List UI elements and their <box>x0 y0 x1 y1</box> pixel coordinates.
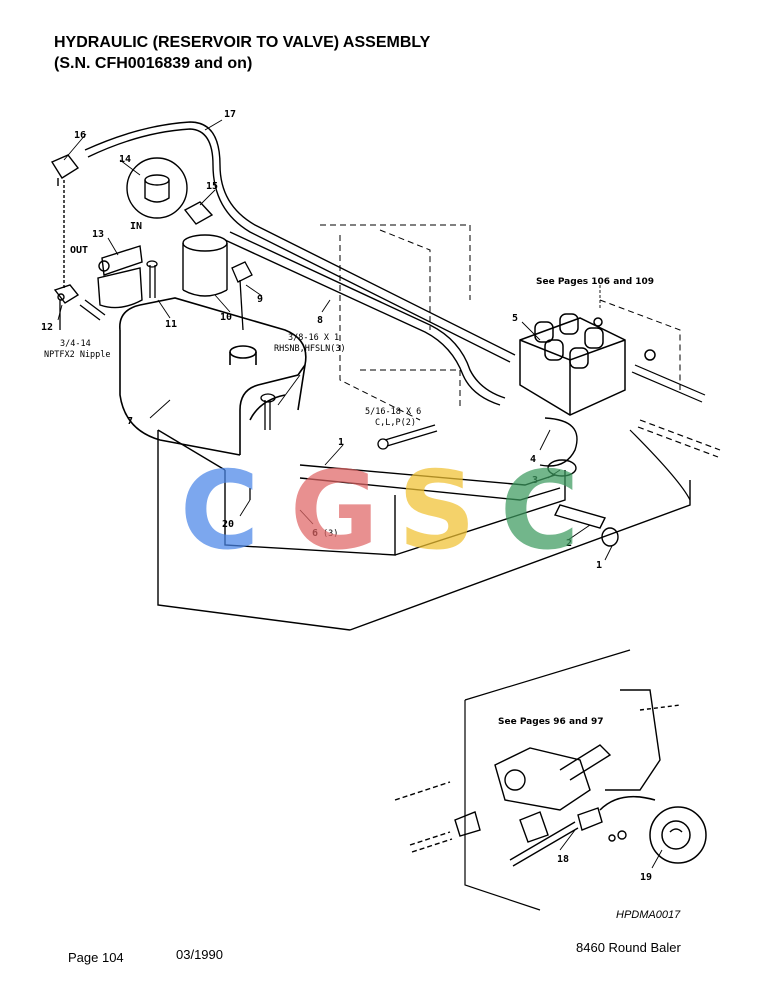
drawing-code: HPDMA0017 <box>616 909 681 921</box>
port-label-out: OUT <box>70 245 88 256</box>
hose-4 <box>539 417 578 477</box>
reservoir-base-plate <box>157 429 691 631</box>
part-number-6: 6 <box>312 528 318 539</box>
part-number-20: 20 <box>222 519 234 530</box>
title-line-1: HYDRAULIC (RESERVOIR TO VALVE) ASSEMBLY <box>54 34 431 51</box>
baler-frame-outline <box>320 224 681 421</box>
part-6-quantity: (3) <box>323 529 338 539</box>
hose-17 <box>84 121 516 363</box>
part-number-7: 7 <box>127 416 133 427</box>
bolt-spec-b-line-2: C,L,P(2) <box>375 418 416 428</box>
part-number-19: 19 <box>640 872 652 883</box>
pump-assembly <box>394 689 681 853</box>
part-number-5: 5 <box>512 313 518 324</box>
machine-model: 8460 Round Baler <box>576 940 681 955</box>
dipstick <box>231 261 253 331</box>
part-number-18: 18 <box>557 854 569 865</box>
hose-8 <box>224 231 506 406</box>
watermark-letter-g: G <box>290 449 379 574</box>
filter-housing <box>53 245 143 309</box>
pump-reference-note: See Pages 96 and 97 <box>498 717 604 727</box>
filter-element <box>182 234 228 297</box>
part-number-17: 17 <box>224 109 236 120</box>
bolt-spec-b-line-1: 5/16-18 X 6 <box>365 407 421 417</box>
part-number-11: 11 <box>165 319 177 330</box>
part-number-4: 4 <box>530 454 536 465</box>
bolt-spec-a-line-1: 3/8-16 X 1 <box>288 333 339 343</box>
reservoir-tank <box>119 297 307 456</box>
part-number-3: 3 <box>532 475 538 486</box>
watermark-letter-c1: C <box>180 449 259 574</box>
nipple-spec-line-2: NPTFX2 Nipple <box>44 350 111 360</box>
part-number-1a: 1 <box>338 437 344 448</box>
part-number-15: 15 <box>206 181 218 192</box>
part-number-12: 12 <box>41 322 53 333</box>
suction-tube <box>299 464 619 547</box>
cgsc-watermark: C G S C <box>180 449 579 574</box>
seal-detail <box>599 795 707 864</box>
valve-reference-note: See Pages 106 and 109 <box>536 277 654 287</box>
page-number: Page 104 <box>68 950 124 965</box>
leader-lines <box>57 119 663 869</box>
part-number-13: 13 <box>92 229 104 240</box>
part-number-16: 16 <box>74 130 86 141</box>
part-number-10: 10 <box>220 312 232 323</box>
title-line-2: (S.N. CFH0016839 and on) <box>54 55 253 72</box>
filter-element-detail <box>126 157 188 219</box>
revision-date: 03/1990 <box>176 947 223 962</box>
part-number-2: 2 <box>566 538 572 549</box>
part-number-14: 14 <box>119 154 131 165</box>
right-hoses <box>629 364 721 501</box>
bolt-spec-a-line-2: RHSNB,HFSLN(3) <box>274 344 346 354</box>
watermark-letter-s: S <box>398 449 476 574</box>
mounting-bolts <box>59 260 438 500</box>
part-number-8: 8 <box>317 315 323 326</box>
watermark-letter-c2: C <box>500 449 579 574</box>
page-title: HYDRAULIC (RESERVOIR TO VALVE) ASSEMBLY … <box>54 32 430 74</box>
port-label-in: IN <box>130 221 142 232</box>
nipple-spec-line-1: 3/4-14 <box>60 339 91 349</box>
part-number-9: 9 <box>257 294 263 305</box>
control-valve-assembly <box>519 313 656 416</box>
elbow-fittings <box>50 154 214 288</box>
pump-inset-box <box>464 649 631 911</box>
part-number-1b: 1 <box>596 560 602 571</box>
hose-18 <box>509 807 627 867</box>
